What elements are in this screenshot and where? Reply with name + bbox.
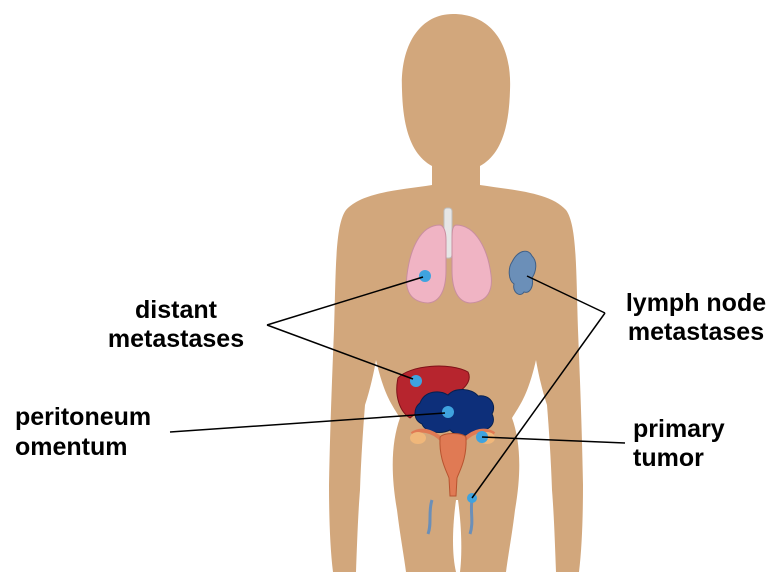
omentum-tumor — [442, 406, 454, 418]
lung-metastasis-tumor — [419, 270, 431, 282]
label-peritoneum-line2: omentum — [15, 433, 128, 461]
label-primary-line1: primary — [633, 415, 725, 443]
omentum — [415, 389, 494, 435]
label-primary-line2: tumor — [633, 444, 704, 472]
label-distant-line2: metastases — [108, 325, 244, 353]
left-ovary — [410, 432, 426, 444]
label-peritoneum-line1: peritoneum — [15, 403, 151, 431]
label-lymph-line1: lymph node — [626, 289, 766, 317]
liver-metastasis-tumor — [410, 375, 422, 387]
label-lymph-line2: metastases — [628, 318, 764, 346]
label-distant-line1: distant — [135, 296, 218, 324]
omentum-organ — [415, 389, 494, 435]
right-inguinal-lymph-node — [470, 500, 472, 534]
